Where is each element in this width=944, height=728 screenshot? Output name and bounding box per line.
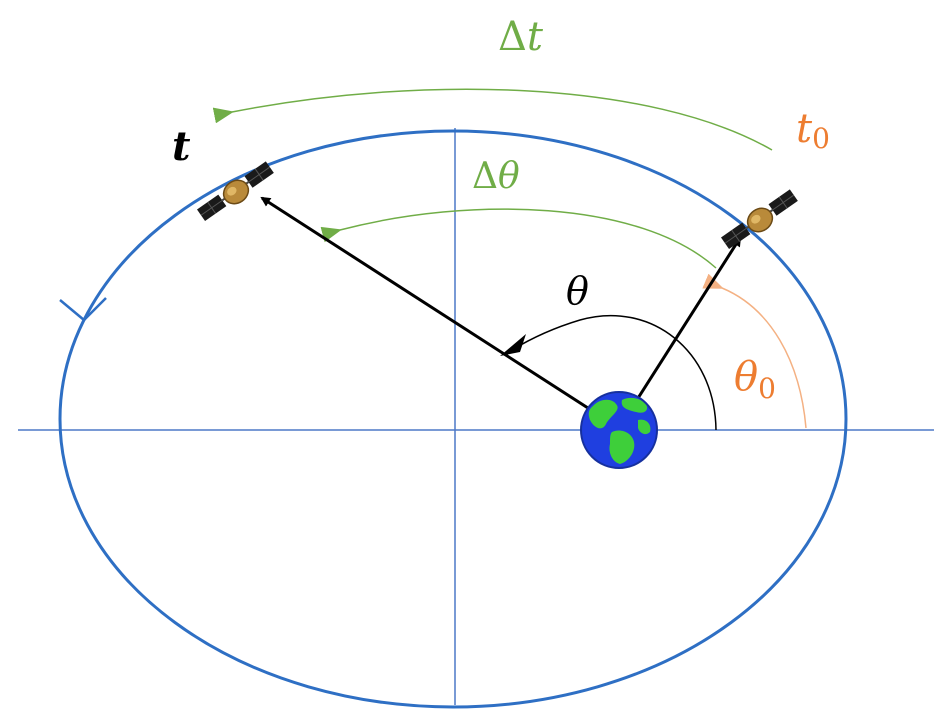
theta-arc-arrowhead	[500, 334, 526, 356]
label-theta: θ	[566, 269, 589, 313]
delta-theta-arc	[320, 208, 717, 269]
earth-icon	[580, 391, 658, 469]
theta-arc	[511, 314, 717, 431]
theta0-arc	[702, 273, 807, 429]
label-t0: t0	[796, 106, 830, 155]
satellite-icon	[197, 161, 274, 222]
orbit-direction-arrow	[59, 297, 107, 322]
radius-vector-t0	[617, 236, 742, 429]
label-theta0: θ0	[734, 354, 776, 405]
label-delta-theta: Δθ	[472, 156, 520, 197]
satellite-icon	[721, 189, 798, 250]
orbit-ellipse	[58, 129, 848, 709]
radius-vector-t	[260, 196, 620, 430]
delta-t-arc	[212, 88, 773, 151]
label-t: t	[172, 123, 191, 170]
label-delta-t: Δt	[498, 14, 544, 60]
